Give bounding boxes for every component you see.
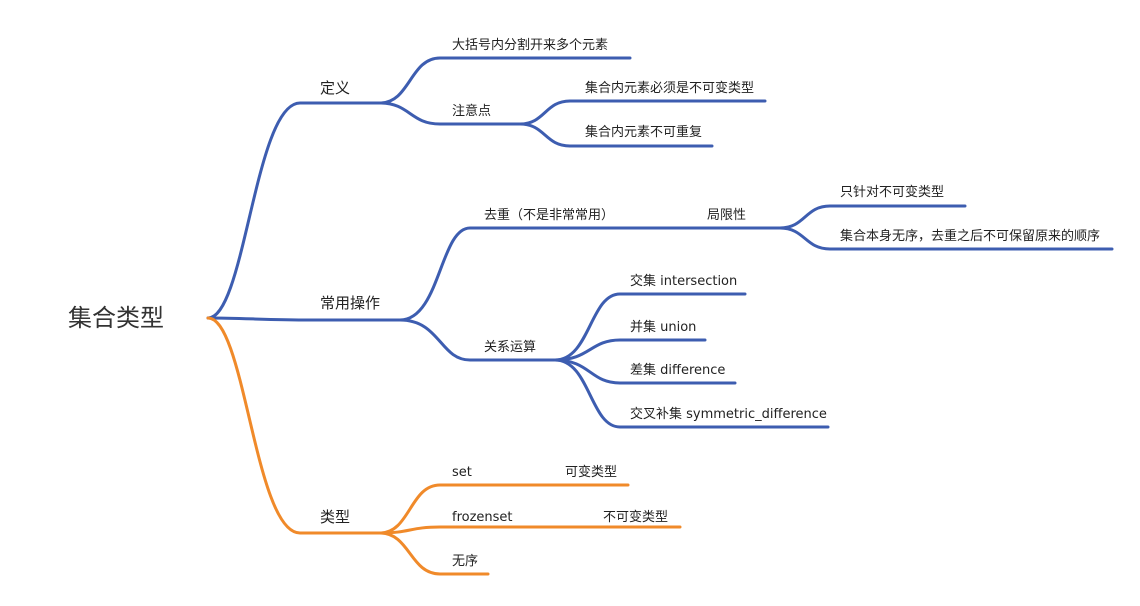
connector-relations-symdiff [553, 358, 830, 429]
connector-definition-elements [378, 56, 632, 105]
topic-limitation: 局限性 [707, 208, 746, 223]
topic-relations: 关系运算 [484, 340, 536, 355]
connector-root-definition [206, 101, 382, 320]
topic-operations: 常用操作 [320, 294, 380, 312]
connector-root-types [206, 316, 382, 535]
topic-type-set: set [452, 465, 472, 480]
connector-relations-union [553, 338, 707, 362]
topic-definition-elements: 大括号内分割开来多个元素 [452, 37, 608, 53]
topic-type-set-note: 可变类型 [565, 464, 617, 480]
connector-notes-unique [518, 122, 714, 148]
connector-operations-relations [398, 318, 557, 362]
root-topic: 集合类型 [68, 304, 164, 332]
topic-type-frozenset-note: 不可变类型 [603, 509, 668, 525]
connector-types-set [378, 483, 630, 535]
connector-notes-immutable [518, 99, 767, 126]
topic-definition: 定义 [320, 79, 350, 97]
connector-definition-notes [378, 101, 522, 126]
topic-intersection: 交集 intersection [630, 273, 737, 289]
topic-difference: 差集 difference [630, 362, 725, 378]
topic-symmetric-difference: 交叉补集 symmetric_difference [630, 406, 827, 422]
connector-limitation-immutable [778, 204, 967, 230]
topic-types: 类型 [320, 508, 350, 526]
topic-type-frozenset: frozenset [452, 510, 513, 525]
topic-notes-unique: 集合内元素不可重复 [585, 124, 702, 140]
connector-types-unordered [378, 531, 490, 576]
topic-type-unordered: 无序 [452, 554, 478, 569]
connector-relations-intersection [553, 292, 747, 362]
connector-types-frozenset [378, 525, 682, 535]
topic-dedupe: 去重（不是非常常用） [484, 207, 614, 223]
topic-notes: 注意点 [452, 103, 491, 119]
topic-limitation-order: 集合本身无序，去重之后不可保留原来的顺序 [840, 228, 1100, 244]
connector-limitation-order [778, 226, 1114, 251]
topic-limitation-immutable: 只针对不可变类型 [840, 184, 944, 200]
connector-root-operations [206, 316, 402, 322]
topic-notes-immutable: 集合内元素必须是不可变类型 [585, 80, 754, 96]
connector-operations-dedupe [398, 226, 632, 322]
topic-union: 并集 union [630, 319, 696, 335]
